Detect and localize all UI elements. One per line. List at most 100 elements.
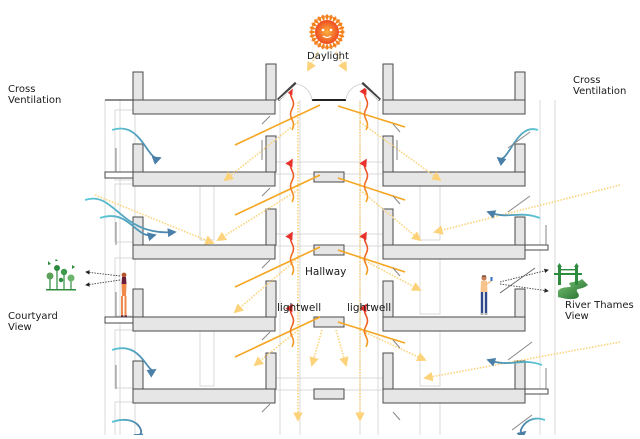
cross-ventilation-left-label: Cross Ventilation: [8, 84, 62, 106]
sun-ray: [332, 41, 337, 48]
daylight-ray: [359, 121, 442, 182]
courtyard-view-line-1: [85, 270, 121, 277]
man-figure: [480, 275, 493, 315]
building-structure: [104, 63, 549, 404]
facade-upstand-right: [514, 71, 526, 101]
courtyard-plants-icon: [46, 259, 76, 291]
cross-ventilation-right-label: Cross Ventilation: [573, 75, 627, 97]
window-opener: [511, 414, 533, 431]
lightwell-upstand-left: [265, 63, 277, 101]
sun-ray: [337, 34, 345, 39]
river-ray-upper: [433, 184, 621, 235]
glazing-frame: [114, 183, 136, 243]
warm-air-line-left: [234, 316, 321, 358]
floor-slab-right: [382, 244, 526, 260]
sun-ray-right: [335, 51, 347, 72]
sun-ray: [334, 39, 340, 45]
view-lines: [85, 267, 549, 294]
stack-arrow-right: [359, 158, 369, 203]
glazing-frame: [419, 401, 441, 439]
sun-icon: [309, 14, 345, 50]
daylight-ray: [233, 257, 299, 314]
cross-vent-right-4: [516, 417, 546, 439]
sun-ray: [317, 16, 322, 23]
courtyard-view-line-2: [85, 279, 121, 287]
daylight-ray: [359, 257, 422, 291]
stack-arrow-right: [359, 86, 369, 131]
sun-ray: [311, 22, 318, 27]
warm-air-line-right: [337, 321, 406, 344]
sun-ray: [324, 43, 330, 50]
lightwell-upstand-right: [382, 280, 394, 318]
facade-upstand-left: [132, 360, 144, 390]
warm-air-line-right: [337, 105, 406, 128]
hallway-bridge: [313, 316, 345, 328]
sun-ray: [311, 37, 318, 42]
stack-arrow-left: [285, 231, 295, 276]
glazing-frame: [419, 257, 441, 315]
facade-upstand-right: [514, 288, 526, 318]
lightwell-upstand-right: [382, 208, 394, 246]
floor-slab-left: [132, 171, 276, 187]
floor-slab-left: [132, 244, 276, 260]
window-opener: [392, 339, 401, 349]
lightwell-upstand-left: [265, 135, 277, 173]
sun-ray: [336, 37, 343, 42]
cross-vent-right-3: [486, 358, 543, 367]
window-opener: [261, 259, 271, 269]
cross-vent-left-3: [99, 215, 157, 242]
warm-air-line-left: [234, 246, 321, 288]
sun-ray-left: [307, 51, 319, 72]
floor-slab-left: [132, 388, 276, 404]
glazing-frame: [199, 329, 215, 387]
floor-slab-left: [132, 316, 276, 332]
sun-ray: [337, 25, 345, 30]
cross-vent-left-5: [111, 419, 144, 439]
facade-upstand-right: [514, 143, 526, 173]
cross-vent-right-2: [486, 210, 541, 219]
stack-arrow-left: [285, 303, 295, 348]
floor-slab-right: [382, 316, 526, 332]
sun-ray: [338, 29, 345, 35]
stack-arrow-right: [359, 231, 369, 276]
floor-slab-right: [382, 99, 526, 115]
sun-ray: [320, 42, 325, 50]
facade-upstand-right: [514, 216, 526, 246]
hallway-label: Hallway: [305, 266, 347, 278]
hallway-bridge: [313, 171, 345, 183]
lightwell-upstand-left: [265, 352, 277, 390]
sun-ray: [329, 14, 334, 22]
woman-figure: [121, 272, 127, 317]
hallway-bridge: [313, 388, 345, 400]
courtyard-view-label: Courtyard View: [8, 311, 58, 333]
sun-ray: [314, 39, 320, 45]
river-ray-lower: [423, 341, 621, 382]
lightwell-upstand-right: [382, 63, 394, 101]
lightwell-upstand-right: [382, 135, 394, 173]
window-opener: [392, 267, 401, 277]
balcony-left: [104, 316, 134, 324]
river-thames-view-label: River Thames View: [565, 300, 634, 322]
glazing-frame: [114, 329, 136, 389]
warm-air-line-left: [234, 174, 321, 216]
facade-upstand-left: [132, 143, 144, 173]
stack-arrow-left: [285, 86, 295, 131]
daylight-label: Daylight: [307, 51, 349, 62]
window-opener: [392, 411, 401, 421]
stack-effect-arrows: [234, 86, 406, 358]
warm-air-line-left: [234, 104, 321, 146]
window-opener: [261, 403, 271, 413]
lightwell-right-label: lightwell: [347, 302, 392, 314]
sun-ray: [332, 16, 337, 23]
lightwell-left-label: lightwell: [277, 302, 322, 314]
floor-slab-left: [132, 99, 276, 115]
window-opener: [507, 341, 533, 361]
skylight: [276, 81, 382, 102]
floor-slab-right: [382, 388, 526, 404]
window-opener: [499, 267, 536, 294]
lightwell-upstand-right: [382, 352, 394, 390]
cross-vent-left-4: [111, 347, 157, 378]
sun-ray: [334, 19, 340, 25]
